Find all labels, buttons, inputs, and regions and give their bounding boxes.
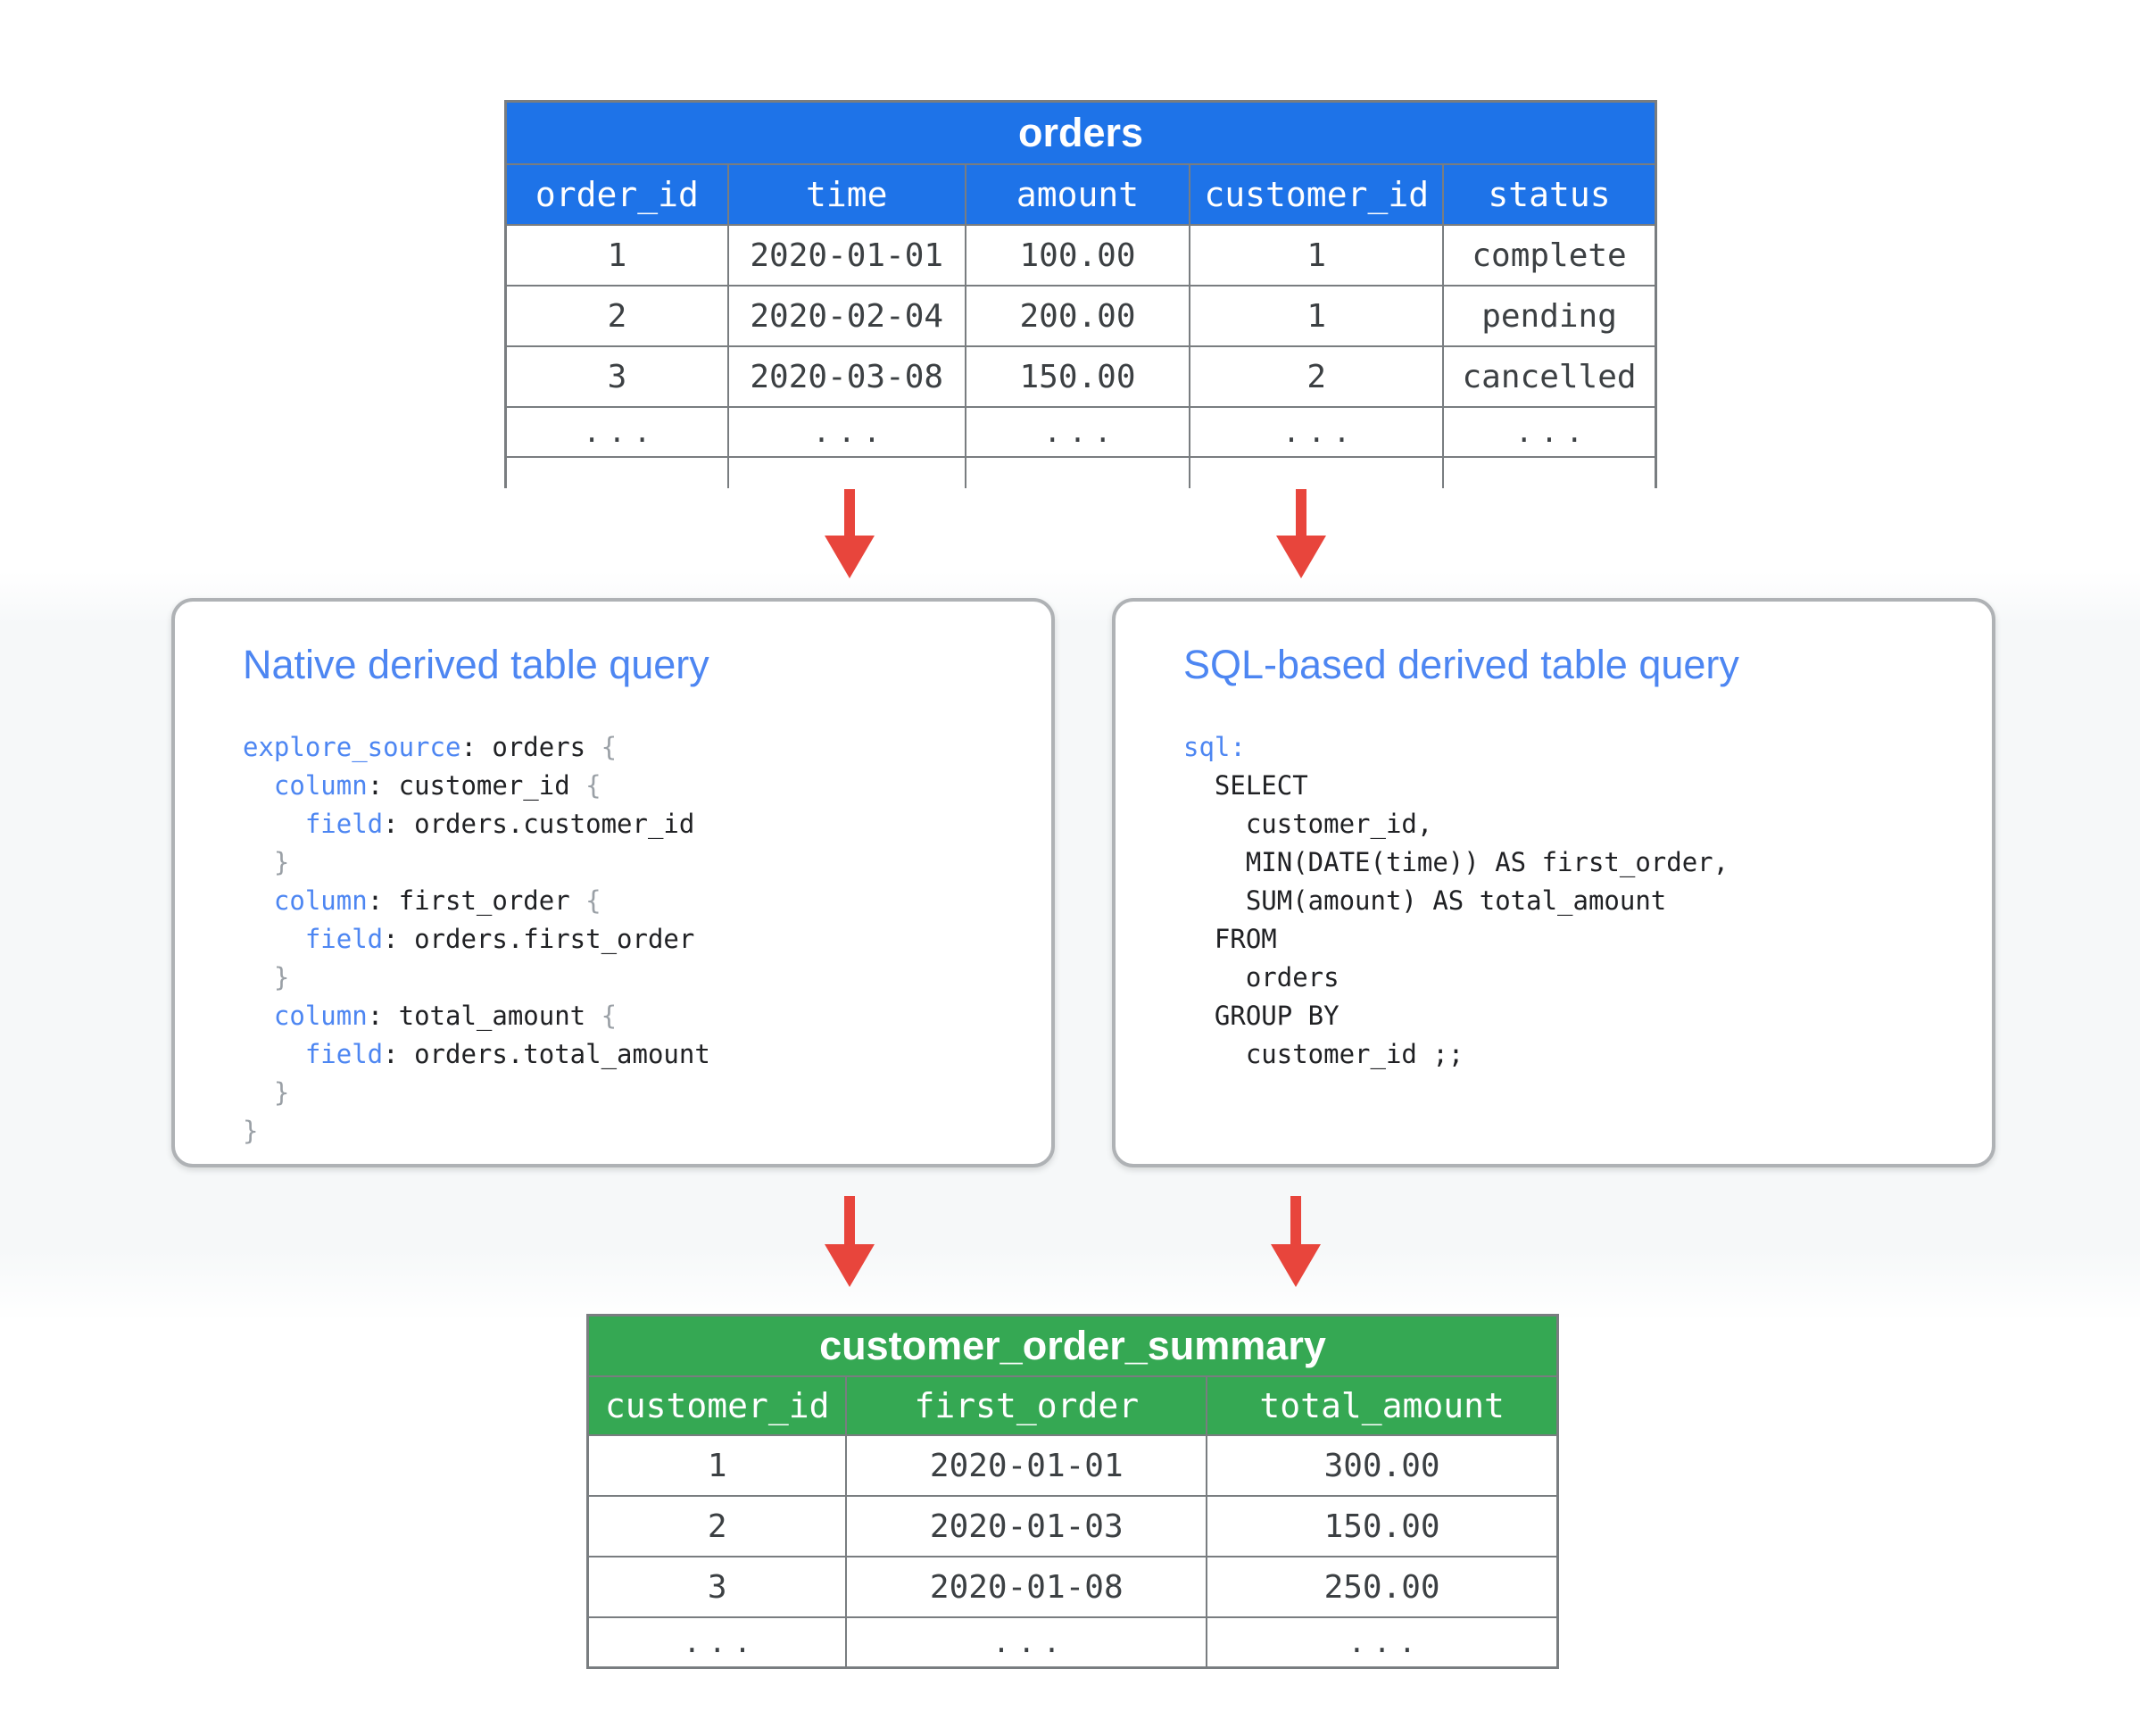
code-line: column: total_amount { — [273, 1001, 618, 1031]
sql-query-code: sql: SELECT customer_id, MIN(DATE(time))… — [1183, 728, 1965, 1074]
table-cell: ... — [1442, 408, 1655, 456]
native-query-code: explore_source: orders { column: custome… — [243, 728, 1024, 1150]
table-cell: pending — [1442, 287, 1655, 345]
table-cell: 150.00 — [964, 347, 1190, 406]
down-arrow-icon — [1271, 1196, 1321, 1287]
column-header-cell: customer_id — [1189, 165, 1442, 224]
column-header-cell: first_order — [845, 1377, 1206, 1434]
native-query-box-title: Native derived table query — [243, 642, 709, 687]
table-cell: 3 — [607, 358, 627, 395]
orders-table-title: orders — [507, 103, 1655, 165]
table-cell: ... — [726, 408, 965, 456]
sql-query-box-title: SQL-based derived table query — [1183, 642, 1739, 687]
table-cell: 2020-01-01 — [726, 226, 965, 285]
column-header-cell: customer_id — [604, 1386, 830, 1425]
table-cell: 3 — [707, 1568, 727, 1606]
code-line: field: orders.total_amount — [304, 1039, 710, 1069]
table-cell: 2020-03-08 — [726, 347, 965, 406]
code-line: SUM(amount) AS total_amount — [1183, 885, 1667, 916]
table-cell: 2 — [707, 1508, 727, 1545]
code-line: } — [243, 1116, 259, 1146]
code-line: sql: — [1183, 732, 1246, 762]
table-cell: 100.00 — [964, 226, 1190, 285]
code-line: GROUP BY — [1183, 1001, 1340, 1031]
table-cell: ... — [683, 1625, 759, 1659]
summary-table: customer_order_summary customer_id first_… — [586, 1314, 1559, 1669]
table-cell: ... — [1206, 1618, 1556, 1666]
empty-cell — [507, 458, 727, 488]
table-cell: 2020-01-08 — [845, 1557, 1206, 1616]
code-line: customer_id ;; — [1183, 1039, 1464, 1069]
column-header-cell: amount — [964, 165, 1190, 224]
table-cell: ... — [845, 1618, 1206, 1666]
down-arrow-icon — [1276, 489, 1326, 578]
table-cell: 1 — [707, 1447, 727, 1484]
table-row: ............... — [507, 408, 1655, 458]
native-query-box: Native derived table query explore_sourc… — [171, 598, 1055, 1167]
column-header-cell: time — [726, 165, 965, 224]
table-cell: 150.00 — [1206, 1497, 1556, 1556]
sql-query-box: SQL-based derived table query sql: SELEC… — [1112, 598, 1995, 1167]
table-cell: 1 — [1189, 287, 1442, 345]
code-line: field: orders.customer_id — [304, 809, 695, 839]
orders-table-truncated-row — [507, 458, 1655, 488]
code-line: MIN(DATE(time)) AS first_order, — [1183, 847, 1729, 877]
table-cell: ... — [583, 415, 659, 449]
code-line: SELECT — [1183, 770, 1308, 801]
table-cell: cancelled — [1442, 347, 1655, 406]
code-line: } — [243, 962, 290, 993]
table-cell: 2020-01-01 — [845, 1436, 1206, 1495]
table-cell: 2 — [607, 297, 627, 335]
table-cell: 2020-02-04 — [726, 287, 965, 345]
empty-cell — [726, 458, 965, 488]
table-cell: 250.00 — [1206, 1557, 1556, 1616]
column-header-cell: total_amount — [1206, 1377, 1556, 1434]
column-header-cell: status — [1442, 165, 1655, 224]
code-line: FROM — [1183, 924, 1277, 954]
code-line: } — [243, 1077, 290, 1108]
empty-cell — [1189, 458, 1442, 488]
table-cell: complete — [1442, 226, 1655, 285]
table-cell: ... — [1189, 408, 1442, 456]
empty-cell — [964, 458, 1190, 488]
table-cell: 200.00 — [964, 287, 1190, 345]
empty-cell — [1442, 458, 1655, 488]
code-line: customer_id, — [1183, 809, 1433, 839]
code-line: column: customer_id { — [273, 770, 601, 801]
table-cell: ... — [964, 408, 1190, 456]
table-cell: 300.00 — [1206, 1436, 1556, 1495]
table-cell: 1 — [607, 237, 627, 274]
table-cell: 2020-01-03 — [845, 1497, 1206, 1556]
code-line: column: first_order { — [273, 885, 601, 916]
table-row: ......... — [589, 1618, 1556, 1666]
table-cell: 1 — [1189, 226, 1442, 285]
code-line: orders — [1183, 962, 1340, 993]
down-arrow-icon — [825, 1196, 875, 1287]
summary-table-title: customer_order_summary — [589, 1317, 1556, 1377]
column-header-cell: order_id — [535, 175, 699, 214]
code-line: explore_source: orders { — [243, 732, 618, 762]
code-line: field: orders.first_order — [304, 924, 695, 954]
table-cell: 2 — [1189, 347, 1442, 406]
down-arrow-icon — [825, 489, 875, 578]
code-line: } — [243, 847, 290, 877]
